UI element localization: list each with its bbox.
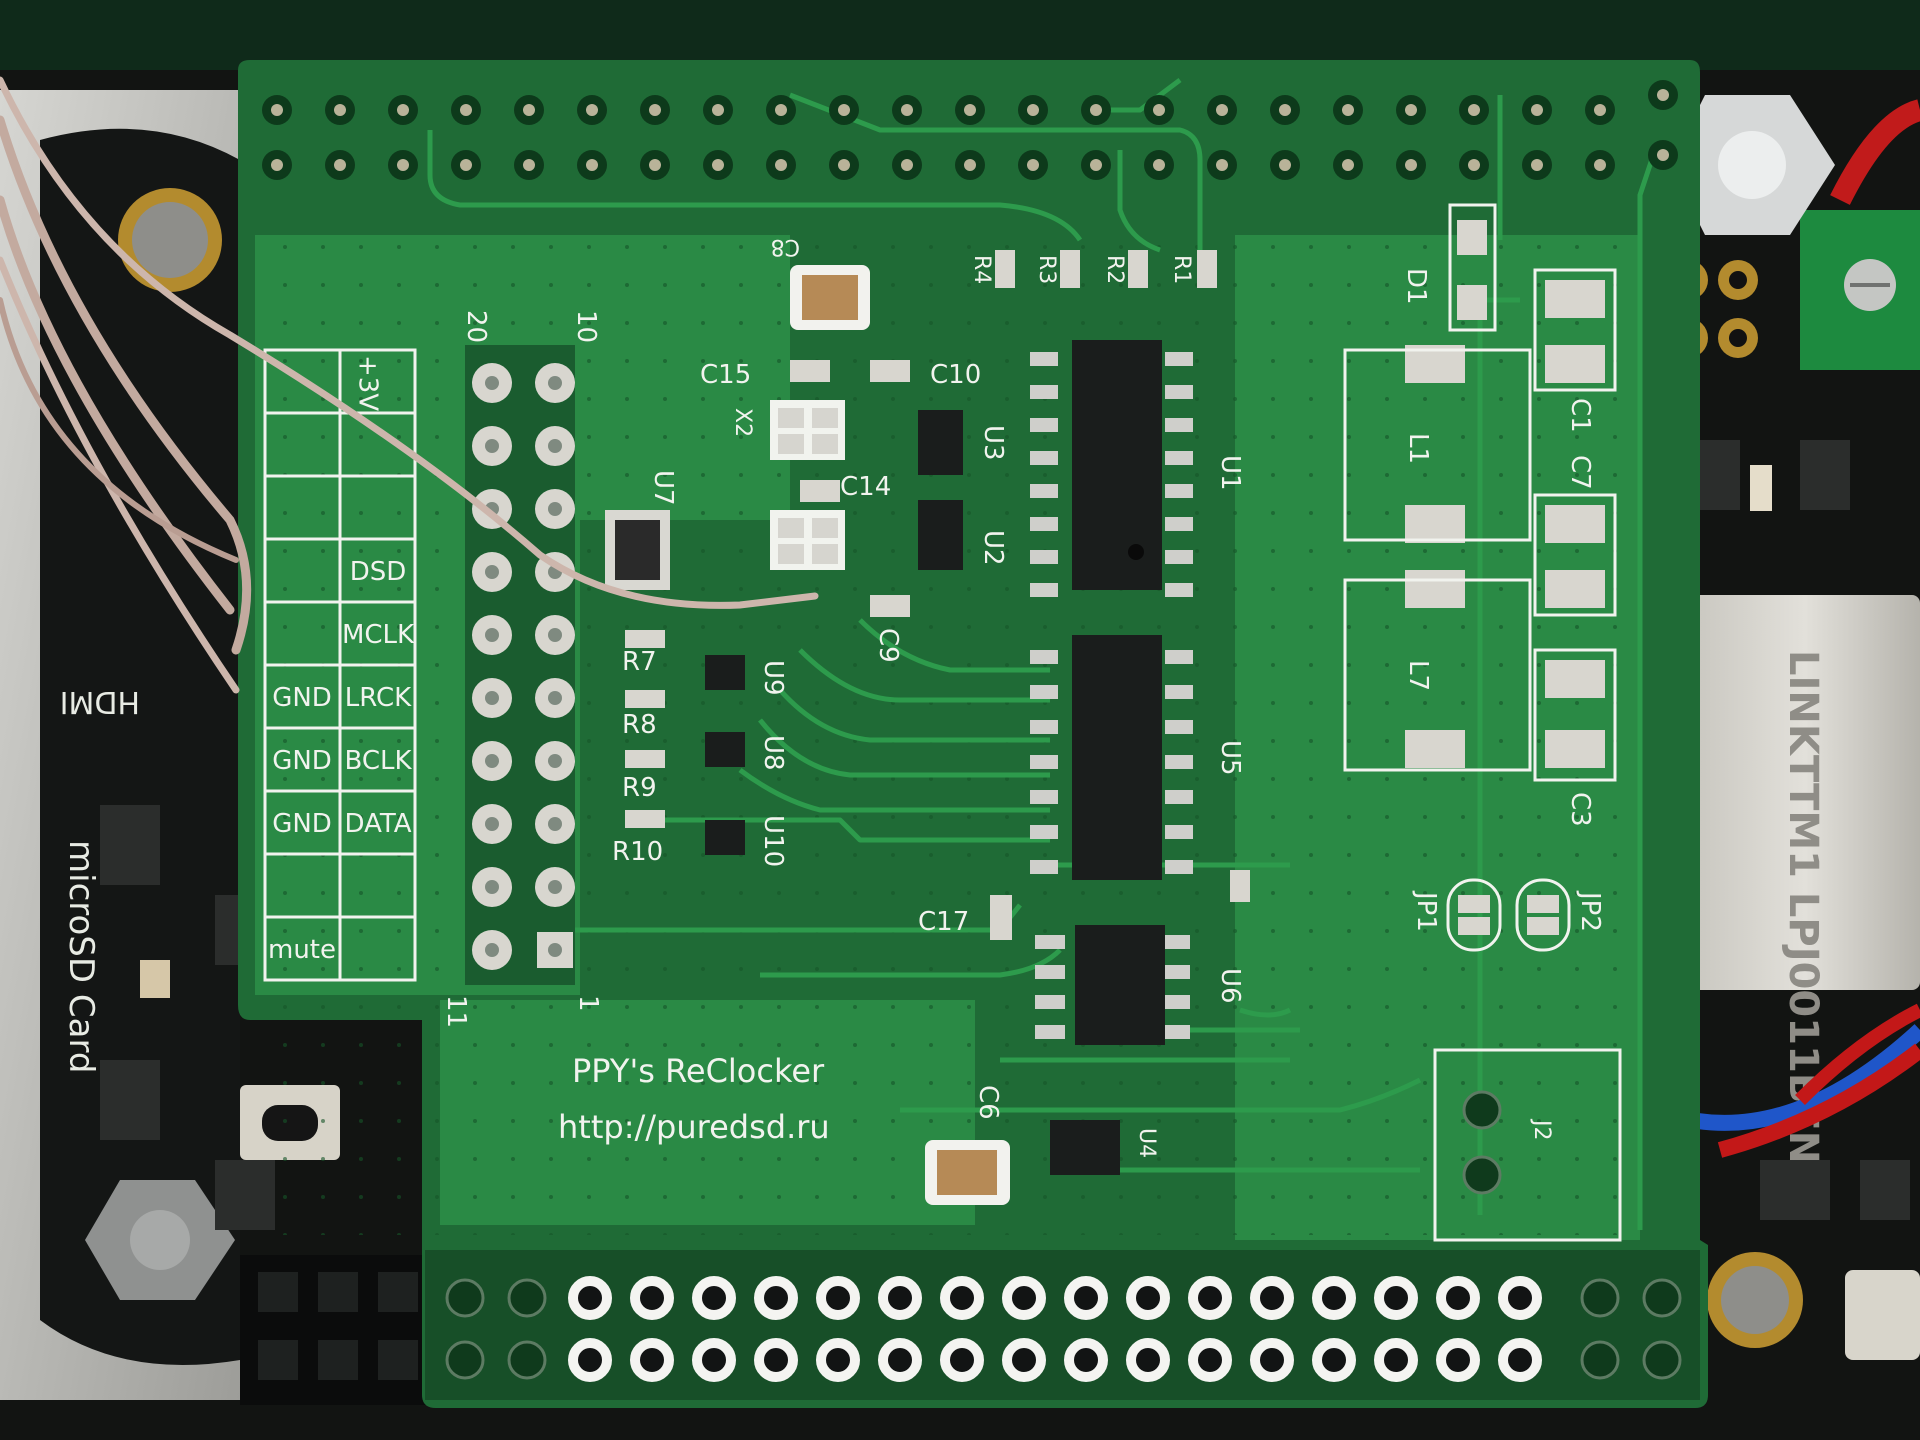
label-u5: U5 — [1215, 740, 1245, 776]
pin-table-right-4: LRCK — [345, 683, 412, 713]
pin-table — [263, 348, 417, 982]
label-u3: U3 — [978, 425, 1008, 461]
pin-20-label: 20 — [461, 310, 491, 343]
soic-chip-icon — [605, 340, 1193, 1175]
smd-capacitor-icon — [790, 265, 1010, 1205]
board-title: PPY's ReClocker — [572, 1052, 825, 1090]
label-r2: R2 — [1102, 255, 1127, 284]
label-c3: C3 — [1565, 792, 1595, 827]
label-c10: C10 — [930, 360, 981, 390]
pin-table-right-0: +3V — [353, 355, 383, 411]
label-c6: C6 — [973, 1085, 1003, 1120]
label-c7: C7 — [1565, 455, 1595, 490]
hex-standoff-icon — [85, 1180, 235, 1300]
label-r7: R7 — [622, 647, 657, 677]
label-u6: U6 — [1215, 968, 1245, 1004]
gpio-header-bottom — [425, 1250, 1700, 1400]
label-u2: U2 — [978, 530, 1008, 566]
label-r10: R10 — [612, 837, 663, 867]
label-r4: R4 — [969, 255, 994, 284]
label-r3: R3 — [1034, 255, 1059, 284]
screw-terminal-icon — [1800, 210, 1920, 370]
hdmi-label: HDMI — [60, 684, 140, 719]
pin-1-label: 1 — [573, 995, 603, 1012]
label-d1: D1 — [1401, 268, 1431, 305]
pin-10-label: 10 — [571, 310, 601, 343]
label-u7: U7 — [648, 470, 678, 506]
pin-table-right-3: MCLK — [342, 620, 415, 650]
pin-table-right-6: DATA — [345, 809, 412, 839]
label-u10: U10 — [758, 815, 788, 867]
label-l7: L7 — [1403, 660, 1433, 691]
board-url: http://puredsd.ru — [558, 1108, 830, 1146]
label-c15: C15 — [700, 360, 751, 390]
label-c1: C1 — [1565, 398, 1595, 433]
pin-table-left-9: mute — [268, 935, 336, 965]
label-j2: J2 — [1529, 1118, 1554, 1141]
label-u1: U1 — [1215, 455, 1245, 491]
microsd-label: microSD Card — [61, 840, 101, 1073]
label-c14: C14 — [840, 472, 891, 502]
gpio-header-top — [262, 80, 1678, 180]
label-u9: U9 — [758, 660, 788, 696]
label-c17: C17 — [918, 907, 969, 937]
pin-table-left-5: GND — [272, 746, 332, 776]
label-l1: L1 — [1403, 433, 1433, 464]
gold-mounting-hole-icon — [118, 188, 222, 292]
label-x2: X2 — [730, 408, 755, 437]
label-r1: R1 — [1169, 255, 1194, 284]
label-u4: U4 — [1134, 1128, 1159, 1158]
pin-table-left-6: GND — [272, 809, 332, 839]
label-r8: R8 — [622, 710, 657, 740]
pin-table-right-2: DSD — [350, 557, 407, 587]
label-c8: C8 — [771, 234, 800, 259]
label-r9: R9 — [622, 773, 657, 803]
pin-table-left-4: GND — [272, 683, 332, 713]
label-jp2: JP2 — [1575, 890, 1605, 932]
label-c9: C9 — [873, 628, 903, 663]
pin-11-label: 11 — [441, 995, 471, 1028]
label-jp1: JP1 — [1411, 890, 1441, 932]
i2s-header — [465, 345, 575, 985]
label-u8: U8 — [758, 735, 788, 771]
reclocker-board: +3V DSD MCLK LRCK BCLK DATA GND GND GND … — [238, 60, 1708, 1408]
wire-bundle — [0, 76, 819, 694]
pin-table-right-5: BCLK — [344, 746, 412, 776]
